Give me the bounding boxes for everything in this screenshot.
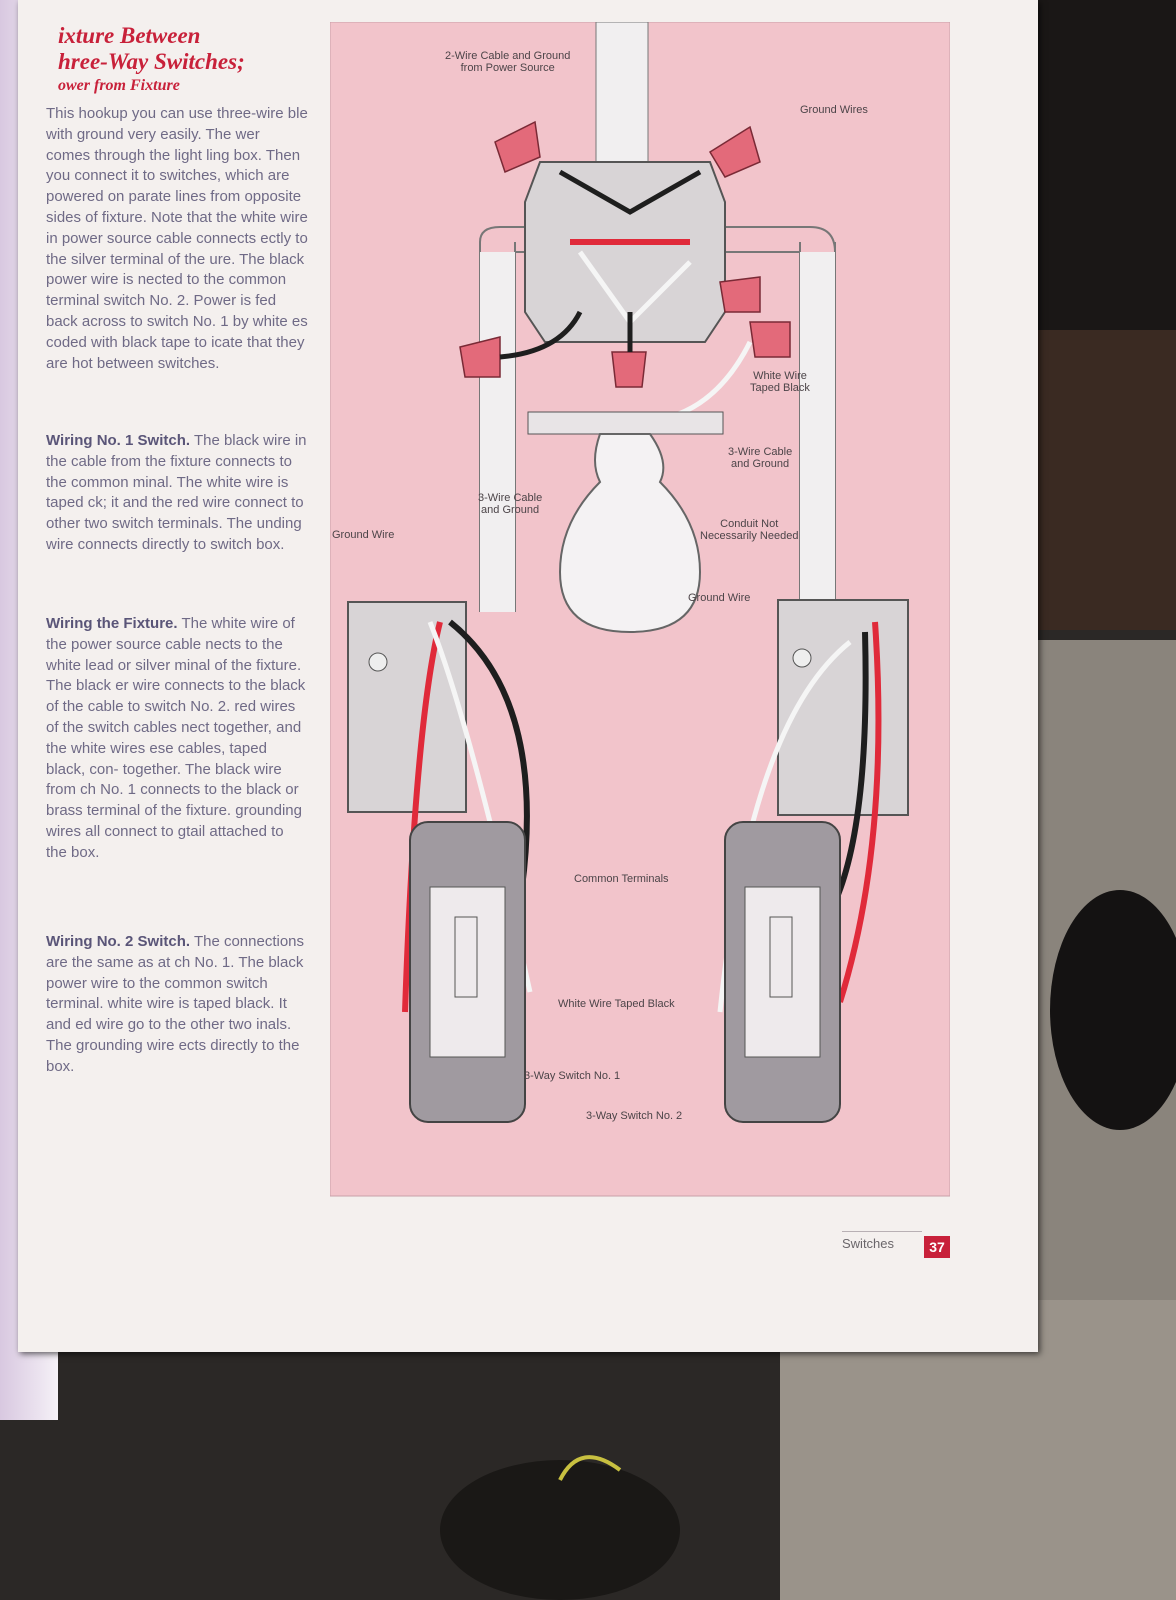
intro-paragraph: This hookup you can use three-wire ble w… bbox=[46, 104, 308, 374]
wiring-diagram-art bbox=[329, 21, 951, 1197]
fixture-paragraph: Wiring the Fixture. The white wire of th… bbox=[46, 614, 308, 864]
label-power-source: 2-Wire Cable and Ground from Power Sourc… bbox=[445, 50, 571, 74]
switch-1-text: The black wire in the cable from the fix… bbox=[46, 432, 307, 553]
label-conduit: Conduit Not Necessarily Needed bbox=[700, 518, 799, 542]
switch-1-paragraph: Wiring No. 1 Switch. The black wire in t… bbox=[46, 431, 308, 556]
label-3-wire-cable-left: 3-Wire Cable and Ground bbox=[478, 492, 543, 516]
wiring-diagram: 2-Wire Cable and Ground from Power Sourc… bbox=[329, 21, 951, 1222]
switch-1-heading: Wiring No. 1 Switch. bbox=[46, 432, 191, 449]
label-ground-wire-right: Ground Wire bbox=[688, 592, 751, 604]
switch-2-paragraph: Wiring No. 2 Switch. The connections are… bbox=[46, 932, 308, 1078]
page-heading-line-1: ixture Between bbox=[58, 23, 201, 48]
label-switch-2: 3-Way Switch No. 2 bbox=[586, 1110, 683, 1122]
switch-2-text: The connections are the same as at ch No… bbox=[46, 933, 305, 1075]
footer-section-title: Switches bbox=[842, 1236, 895, 1251]
label-white-wire-taped-black-bottom: White Wire Taped Black bbox=[558, 998, 675, 1010]
footer-rule bbox=[842, 1231, 922, 1232]
label-ground-wire-left: Ground Wire bbox=[332, 529, 395, 541]
label-white-wire-taped-black-top: White Wire Taped Black bbox=[750, 370, 810, 394]
page-heading-subtitle: ower from Fixture bbox=[58, 77, 180, 94]
page-heading-line-2: hree-Way Switches; bbox=[58, 49, 245, 74]
label-switch-1: 3-Way Switch No. 1 bbox=[524, 1070, 621, 1082]
label-ground-wires: Ground Wires bbox=[800, 104, 868, 116]
intro-paragraph-text: This hookup you can use three-wire ble w… bbox=[46, 105, 308, 372]
fixture-heading: Wiring the Fixture. bbox=[46, 615, 178, 632]
label-3-wire-cable-right: 3-Wire Cable and Ground bbox=[728, 446, 793, 470]
fixture-text: The white wire of the power source cable… bbox=[46, 615, 306, 861]
page-number: 37 bbox=[924, 1236, 950, 1258]
label-common-terminals: Common Terminals bbox=[574, 873, 669, 885]
switch-2-heading: Wiring No. 2 Switch. bbox=[46, 933, 191, 950]
